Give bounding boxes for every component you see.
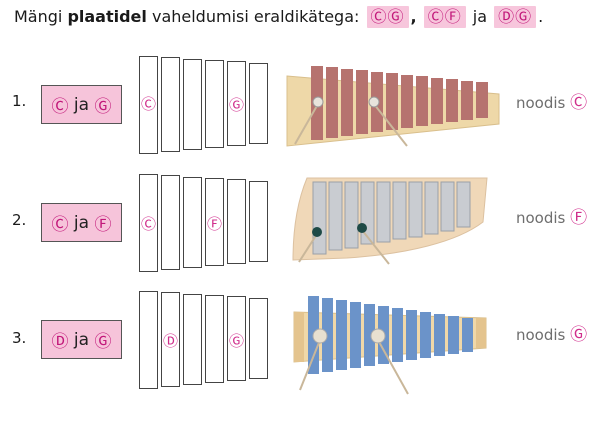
row-1-bar-1: Ⓒ <box>139 56 158 154</box>
row-1-bar-1-note: Ⓒ <box>140 95 157 113</box>
row-3-noodis: noodis Ⓖ <box>516 320 587 345</box>
row-3-box-note-2: Ⓖ <box>94 332 112 352</box>
row-3-bar-diagram: Ⓓ Ⓖ <box>139 291 270 391</box>
row-2-bar-2 <box>161 175 180 270</box>
note-pair-1: ⒸⒼ <box>366 6 409 28</box>
row-3-note-box: Ⓓ ja Ⓖ <box>41 320 122 359</box>
row-3-bar-4 <box>205 295 224 383</box>
row-1-noodis-note: Ⓒ <box>570 93 588 113</box>
row-3-number: 3. <box>12 329 27 347</box>
row-1-bar-3 <box>183 59 202 150</box>
row-1-noodis: noodis Ⓒ <box>516 88 587 113</box>
row-2-number: 2. <box>12 211 27 229</box>
row-1-bar-4 <box>205 60 224 148</box>
row-2-note-box: Ⓒ ja Ⓕ <box>41 203 122 242</box>
row-3-bar-2: Ⓓ <box>161 292 180 387</box>
row-1-number: 1. <box>12 92 27 110</box>
row-2-bar-1-note: Ⓒ <box>140 215 157 233</box>
row-3-noodis-note: Ⓖ <box>570 325 588 345</box>
row-1-bar-2 <box>161 57 180 152</box>
separator-comma: , <box>410 7 417 26</box>
row-1-noodis-label: noodis <box>516 94 566 112</box>
row-1-box-join: ja <box>73 94 90 115</box>
row-1-box-note-1: Ⓒ <box>51 97 69 117</box>
row-2-bar-diagram: Ⓒ Ⓕ <box>139 174 270 274</box>
row-2-glockenspiel-image <box>292 177 488 265</box>
row-2-bar-1: Ⓒ <box>139 174 158 272</box>
row-3-bar-3 <box>183 294 202 385</box>
note-pair-3: ⒹⒼ <box>494 6 537 28</box>
row-2-bar-6 <box>249 181 268 262</box>
row-2-noodis: noodis Ⓕ <box>516 203 587 228</box>
row-1-xylophone-image <box>286 66 500 147</box>
row-2-bar-5 <box>227 179 246 264</box>
row-3-bar-2-note: Ⓓ <box>162 332 179 350</box>
row-2-box-note-1: Ⓒ <box>51 215 69 235</box>
instruction-bold-word: plaatidel <box>67 7 147 26</box>
row-1-bar-diagram: Ⓒ Ⓖ <box>139 56 270 156</box>
row-2-box-note-2: Ⓕ <box>94 215 112 235</box>
row-3-noodis-label: noodis <box>516 326 566 344</box>
row-1-bar-6 <box>249 63 268 144</box>
row-1-note-box: Ⓒ ja Ⓖ <box>41 85 122 124</box>
row-3-bar-5-note: Ⓖ <box>228 332 245 350</box>
row-2-bar-3 <box>183 177 202 268</box>
row-2-noodis-label: noodis <box>516 209 566 227</box>
row-3-bar-5: Ⓖ <box>227 296 246 381</box>
row-2-bar-4: Ⓕ <box>205 178 224 266</box>
row-2-noodis-note: Ⓕ <box>570 208 588 228</box>
row-1-bar-5-note: Ⓖ <box>228 96 245 114</box>
row-2-bar-shape <box>312 181 327 255</box>
row-1-box-note-2: Ⓖ <box>94 97 112 117</box>
row-3-box-note-1: Ⓓ <box>51 332 69 352</box>
row-2-box-join: ja <box>73 212 90 233</box>
row-3-box-join: ja <box>73 329 90 350</box>
row-1-bar-5: Ⓖ <box>227 61 246 146</box>
instruction-text-rest: vaheldumisi eraldikätega: <box>146 7 360 26</box>
separator-ja: ja <box>472 7 488 26</box>
row-3-metallophone-image <box>293 296 487 395</box>
instruction-period: . <box>538 7 544 26</box>
note-pair-2: ⒸⒻ <box>423 6 466 28</box>
instruction-line: Mängi plaatidel vaheldumisi eraldikätega… <box>14 4 543 30</box>
instruction-text-start: Mängi <box>14 7 68 26</box>
row-2-bar-4-note: Ⓕ <box>206 215 223 233</box>
row-3-bar-6 <box>249 298 268 379</box>
row-3-bar-1 <box>139 291 158 389</box>
